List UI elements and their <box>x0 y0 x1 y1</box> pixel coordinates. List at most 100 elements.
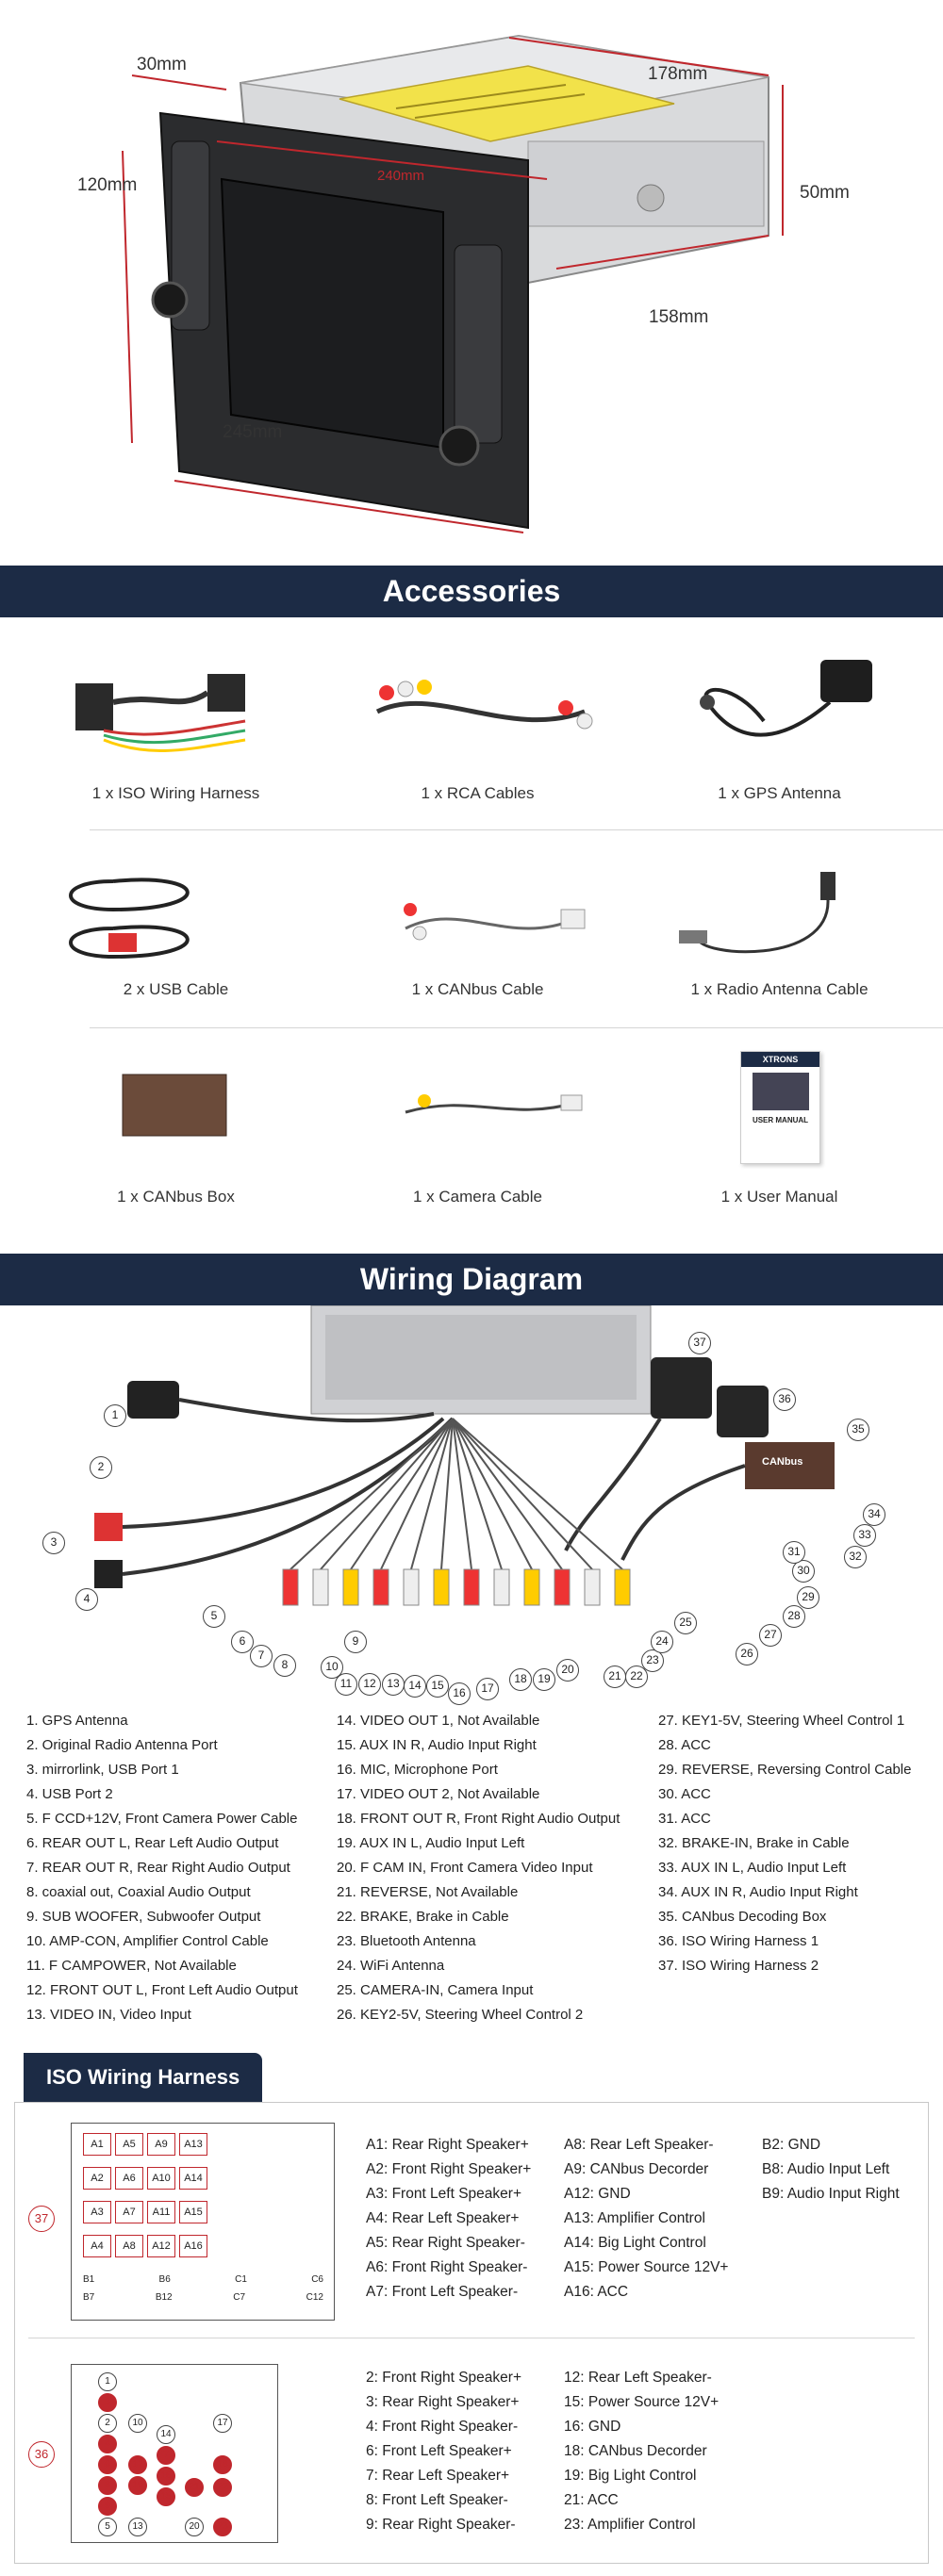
wiring-item: 3. mirrorlink, USB Port 1 <box>26 1762 179 1778</box>
wiring-item: 31. ACC <box>658 1811 711 1827</box>
callout-20: 20 <box>556 1659 579 1682</box>
wiring-item: 10. AMP-CON, Amplifier Control Cable <box>26 1933 269 1949</box>
pin-item: A15: Power Source 12V+ <box>564 2259 729 2275</box>
wiring-item: 2. Original Radio Antenna Port <box>26 1737 218 1753</box>
connector-37-label: 37 <box>28 2206 55 2232</box>
rca-plug <box>463 1568 480 1606</box>
pin-label: C1 <box>235 2274 247 2285</box>
rca-plug <box>614 1568 631 1606</box>
iso37-list-col2: A8: Rear Left Speaker- A9: CANbus Decord… <box>564 2133 728 2305</box>
pin-1: 1 <box>98 2372 117 2391</box>
callout-12: 12 <box>358 1673 381 1696</box>
accessories-title: Accessories <box>382 574 561 608</box>
rca-plugs <box>282 1418 631 1606</box>
accessory-canbus-cable: 1 x CANbus Cable <box>321 844 635 1032</box>
wiring-item: 5. F CCD+12V, Front Camera Power Cable <box>26 1811 298 1827</box>
pin-item: 4: Front Right Speaker- <box>366 2419 519 2435</box>
accessories-banner: Accessories <box>0 566 943 617</box>
wiring-item: 25. CAMERA-IN, Camera Input <box>337 1982 534 1998</box>
callout-14: 14 <box>404 1675 426 1698</box>
accessory-user-manual: XTRONS USER MANUAL 1 x User Manual <box>622 1046 936 1235</box>
pin-item: A3: Front Left Speaker+ <box>366 2186 521 2202</box>
pin-8: 8 <box>98 2476 117 2495</box>
callout-25: 25 <box>674 1612 697 1634</box>
pin-item: 3: Rear Right Speaker+ <box>366 2394 520 2410</box>
wiring-list-col1: 1. GPS Antenna 2. Original Radio Antenna… <box>26 1709 298 2027</box>
accessory-caption: 1 x RCA Cables <box>421 784 535 802</box>
wiring-item: 32. BRAKE-IN, Brake in Cable <box>658 1835 850 1851</box>
callout-10: 10 <box>321 1656 343 1679</box>
wiring-item: 24. WiFi Antenna <box>337 1958 445 1974</box>
b1-row: B1 B6 C1 C6 <box>83 2274 323 2285</box>
wiring-item: 35. CANbus Decoding Box <box>658 1909 827 1925</box>
dimensions-section: 30mm 178mm 120mm 240mm 50mm 158mm 245mm <box>0 0 943 566</box>
rca-wire <box>452 1418 533 1570</box>
dim-158mm: 158mm <box>649 307 709 327</box>
iso37-list-col1: A1: Rear Right Speaker+ A2: Front Right … <box>366 2133 531 2305</box>
callout-16: 16 <box>448 1682 471 1705</box>
rca-wire <box>440 1418 454 1570</box>
wiring-diagram-image <box>94 1305 835 1606</box>
rca-plug <box>523 1568 540 1606</box>
callout-6: 6 <box>231 1631 254 1653</box>
wiring-item: 17. VIDEO OUT 2, Not Available <box>337 1786 540 1802</box>
pin-2: 2 <box>98 2414 117 2433</box>
callout-11: 11 <box>335 1673 357 1696</box>
pin-item: A16: ACC <box>564 2284 629 2300</box>
dim-245mm: 245mm <box>223 422 283 442</box>
wiring-list-col3: 27. KEY1-5V, Steering Wheel Control 1 28… <box>658 1709 911 1978</box>
accessory-divider <box>90 829 943 830</box>
pin-item: A5: Rear Right Speaker- <box>366 2235 525 2251</box>
pin-a8: A8 <box>115 2235 143 2257</box>
pin-a13: A13 <box>179 2133 207 2156</box>
manual-cover-image <box>752 1073 809 1110</box>
pin-item: B9: Audio Input Right <box>762 2186 900 2202</box>
iso37-list-col3: B2: GND B8: Audio Input Left B9: Audio I… <box>762 2133 900 2207</box>
dim-50mm: 50mm <box>800 183 850 203</box>
connector-36-label: 36 <box>28 2441 55 2468</box>
wiring-item: 15. AUX IN R, Audio Input Right <box>337 1737 537 1753</box>
wiring-list-col2: 14. VIDEO OUT 1, Not Available 15. AUX I… <box>337 1709 620 2027</box>
wiring-item: 12. FRONT OUT L, Front Left Audio Output <box>26 1982 298 1998</box>
iso-harness-frame <box>14 2102 929 2564</box>
pin-a12: A12 <box>147 2235 175 2257</box>
accessory-caption: 1 x Radio Antenna Cable <box>690 980 869 998</box>
callout-23: 23 <box>641 1649 664 1672</box>
user-manual-book: XTRONS USER MANUAL <box>740 1051 820 1164</box>
iso36-list-col1: 2: Front Right Speaker+ 3: Rear Right Sp… <box>366 2366 521 2537</box>
pin-item: A2: Front Right Speaker+ <box>366 2161 532 2177</box>
pin-label: B6 <box>158 2274 171 2285</box>
wiring-item: 20. F CAM IN, Front Camera Video Input <box>337 1860 593 1876</box>
callout-13: 13 <box>382 1673 405 1696</box>
pin-a10: A10 <box>147 2167 175 2190</box>
accessory-caption: 1 x GPS Antenna <box>718 784 841 802</box>
accessories-grid: 1 x ISO Wiring Harness 1 x RCA Cables 1 … <box>0 617 943 1249</box>
callout-22: 22 <box>625 1665 648 1688</box>
rca-plug <box>493 1568 510 1606</box>
callout-36: 36 <box>773 1388 796 1411</box>
callout-34: 34 <box>863 1503 885 1526</box>
pin-13: 13 <box>128 2518 147 2536</box>
wiring-item: 33. AUX IN L, Audio Input Left <box>658 1860 847 1876</box>
pin-a9: A9 <box>147 2133 175 2156</box>
pin-item: B8: Audio Input Left <box>762 2161 890 2177</box>
pin-item: 19: Big Light Control <box>564 2468 697 2484</box>
pin-item: A4: Rear Left Speaker+ <box>366 2210 520 2226</box>
canbus-box-image <box>122 1074 227 1137</box>
pin-a5: A5 <box>115 2133 143 2156</box>
wiring-item: 8. coaxial out, Coaxial Audio Output <box>26 1884 251 1900</box>
rca-plug <box>584 1568 601 1606</box>
pin-item: 8: Front Left Speaker- <box>366 2492 508 2508</box>
callout-37: 37 <box>688 1332 711 1354</box>
pin-item: A14: Big Light Control <box>564 2235 706 2251</box>
connector-37-b-row: B1 B6 C1 C6 B7 B12 C7 C12 <box>83 2274 323 2303</box>
callout-28: 28 <box>783 1605 805 1628</box>
wiring-item: 28. ACC <box>658 1737 711 1753</box>
rca-plug <box>372 1568 389 1606</box>
callout-35: 35 <box>847 1419 869 1441</box>
wiring-item: 6. REAR OUT L, Rear Left Audio Output <box>26 1835 279 1851</box>
